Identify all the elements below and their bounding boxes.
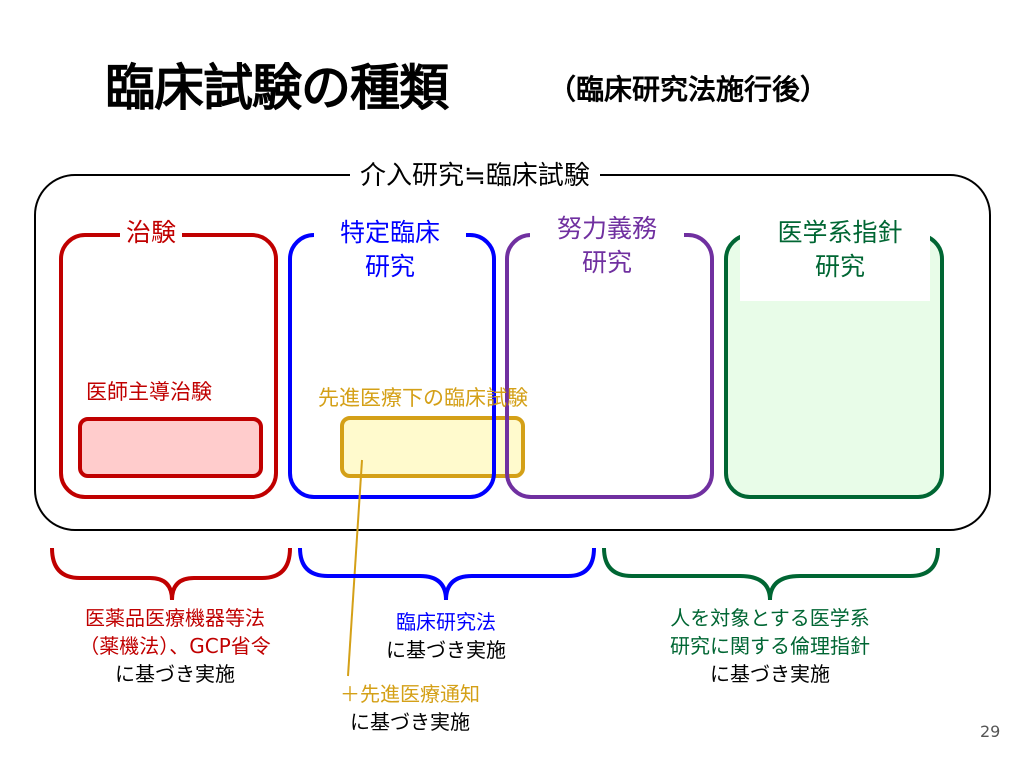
ishi-shudo-label: 医師主導治験: [86, 380, 212, 404]
tokutei-label: 特定臨床 研究: [314, 216, 466, 284]
senshin-basis-line1: ＋先進医療通知: [340, 682, 480, 706]
shishin-basis-line1: 人を対象とする医学系: [670, 606, 870, 630]
senshin-box: [340, 416, 525, 478]
igakukei-label: 医学系指針 研究: [748, 216, 932, 284]
igakukei-label-line1: 医学系指針: [777, 218, 903, 247]
chiken-basis-line1: 医薬品医療機器等法: [85, 606, 265, 630]
chiken-brace: [50, 547, 292, 601]
senshin-basis-line2: に基づき実施: [350, 710, 470, 734]
senshin-connector: [347, 459, 363, 677]
slide-subtitle: （臨床研究法施行後）: [548, 73, 829, 106]
shishin-basis: 人を対象とする医学系 研究に関する倫理指針 に基づき実施: [640, 604, 900, 688]
doryoku-label: 努力義務 研究: [530, 212, 684, 280]
chiken-basis: 医薬品医療機器等法 （薬機法）、GCP省令 に基づき実施: [50, 604, 300, 688]
chiken-basis-line2: （薬機法）、GCP省令: [79, 634, 271, 658]
rinsho-brace: [298, 547, 596, 601]
page-number: 29: [980, 722, 1001, 741]
doryoku-label-line1: 努力義務: [556, 214, 657, 243]
outer-group-label: 介入研究≒臨床試験: [350, 155, 600, 192]
doryoku-label-line2: 研究: [581, 248, 632, 277]
slide-title: 臨床試験の種類: [105, 59, 449, 117]
senshin-basis: ＋先進医療通知 に基づき実施: [300, 680, 520, 736]
chiken-basis-line3: に基づき実施: [115, 662, 235, 686]
ishi-shudo-box: [78, 417, 263, 478]
chiken-label: 治験: [120, 216, 183, 250]
tokutei-label-line1: 特定臨床: [339, 218, 440, 247]
shishin-basis-line3: に基づき実施: [710, 662, 830, 686]
rinsho-basis-line2: に基づき実施: [386, 638, 506, 662]
shishin-brace: [602, 547, 940, 601]
rinsho-basis: 臨床研究法 に基づき実施: [346, 608, 546, 664]
chiken-label-line1: 治験: [126, 218, 177, 247]
senshin-label: 先進医療下の臨床試験: [318, 386, 528, 410]
shishin-basis-line2: 研究に関する倫理指針: [670, 634, 870, 658]
rinsho-basis-line1: 臨床研究法: [396, 610, 496, 634]
tokutei-label-line2: 研究: [364, 252, 415, 281]
igakukei-label-bg: [740, 225, 930, 301]
igakukei-label-line2: 研究: [814, 252, 865, 281]
